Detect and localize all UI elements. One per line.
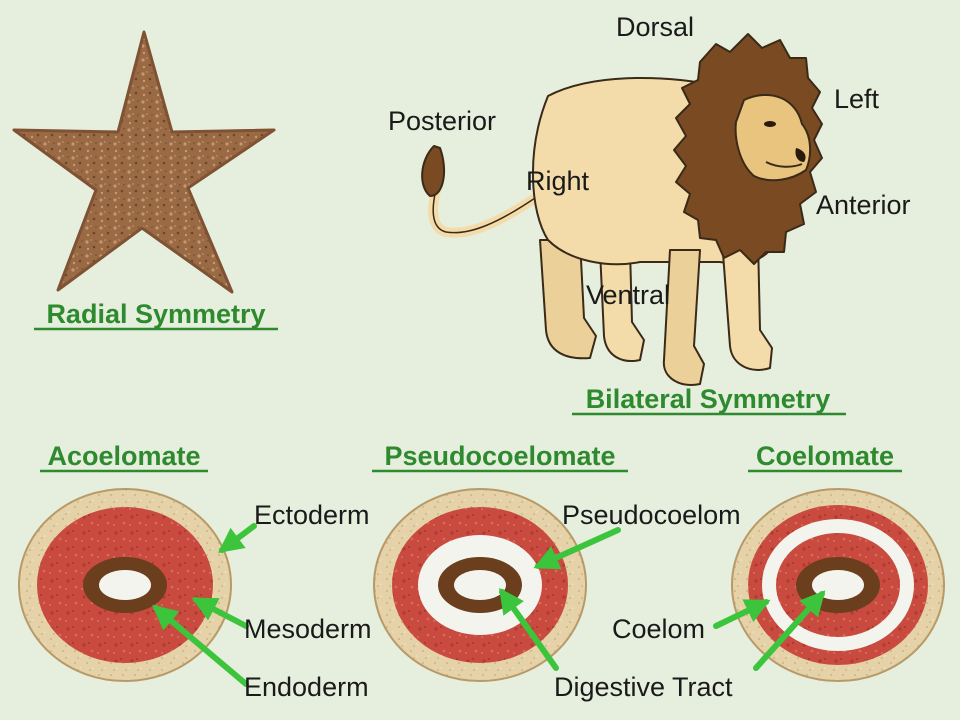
- label-right: Right: [526, 166, 590, 196]
- acoelomate-cross-section: [18, 488, 232, 682]
- svg-text:Bilateral Symmetry: Bilateral Symmetry: [586, 384, 831, 414]
- arrow-pseudocoelom: [533, 527, 621, 570]
- lion-illustration: [421, 33, 823, 386]
- label-pseudocoelom: Pseudocoelom: [562, 500, 741, 530]
- label-mesoderm: Mesoderm: [244, 614, 372, 644]
- arrow-endoderm: [152, 604, 249, 687]
- arrow-digestive-tract-coel: [753, 590, 826, 671]
- coelomate-title: Coelomate: [748, 441, 902, 473]
- svg-text:Coelomate: Coelomate: [756, 441, 894, 471]
- pointer-arrows: [152, 523, 826, 687]
- acoelomate-title: Acoelomate: [40, 441, 208, 473]
- svg-text:Acoelomate: Acoelomate: [47, 441, 200, 471]
- label-posterior: Posterior: [388, 106, 496, 136]
- label-left: Left: [834, 84, 880, 114]
- label-endoderm: Endoderm: [244, 672, 369, 702]
- radial-symmetry-title: Radial Symmetry: [34, 299, 278, 331]
- pseudocoelomate-cross-section: [373, 488, 587, 682]
- arrow-ectoderm: [217, 523, 257, 554]
- label-anterior: Anterior: [816, 190, 911, 220]
- label-coelom: Coelom: [612, 614, 705, 644]
- coelomate-cross-section: [731, 488, 945, 682]
- label-dorsal: Dorsal: [616, 12, 694, 42]
- starfish-illustration: [12, 30, 276, 294]
- label-ventral: Ventral: [586, 280, 670, 310]
- svg-text:Pseudocoelomate: Pseudocoelomate: [384, 441, 615, 471]
- svg-text:Radial Symmetry: Radial Symmetry: [46, 299, 265, 329]
- pseudocoelomate-title: Pseudocoelomate: [372, 441, 628, 473]
- arrow-mesoderm: [191, 597, 249, 629]
- label-digestive-tract: Digestive Tract: [554, 672, 733, 702]
- label-ectoderm: Ectoderm: [254, 500, 370, 530]
- bilateral-symmetry-title: Bilateral Symmetry: [572, 384, 846, 416]
- arrow-digestive-tract-pseudo: [499, 587, 559, 671]
- arrow-coelom: [713, 599, 771, 629]
